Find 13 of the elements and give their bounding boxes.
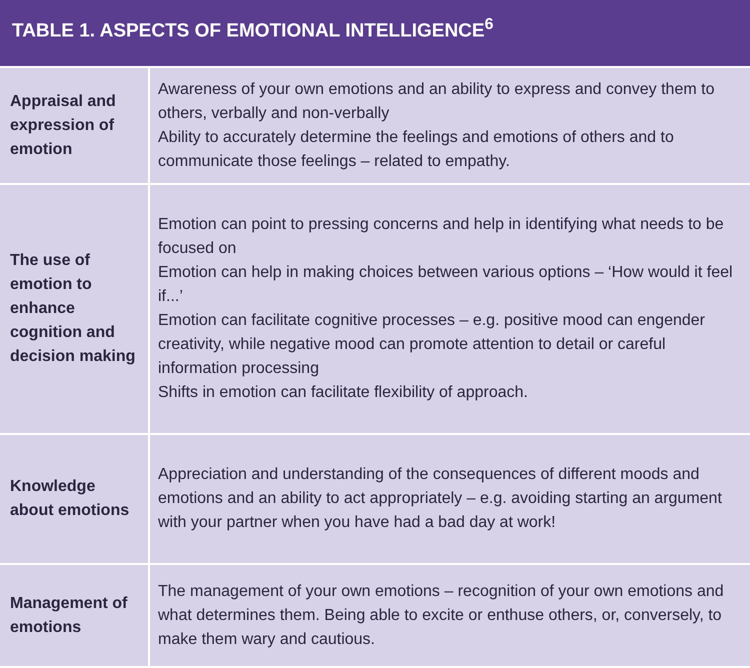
cell-text: Emotion can help in making choices between various options – ‘How would it feel if...’ <box>158 263 734 307</box>
cell-text: Ability to accurately determine the feelings and emotions of others and to communicate those feelings – related to empathy. <box>158 128 675 172</box>
table-title: TABLE 1. ASPECTS OF EMOTIONAL INTELLIGENCE$^{6}$ <box>0 0 750 66</box>
row-heading: Management of emotions <box>0 564 149 667</box>
cell-text: Shifts in emotion can facilitate flexibility of approach. <box>158 383 529 403</box>
cell-text: Emotion can point to pressing concerns and help in identifying what needs to be focused on <box>158 215 725 259</box>
cell-text: The management of your own emotions – recognition of your own emotions and what determines them. Being able to excite or enthuse others, or, conversely, to make them wary and cautious. <box>158 582 725 650</box>
cell-text: Appreciation and understanding of the consequences of different moods and emotions and an ability to act appropriately – e.g. avoiding starting an argument with your partner when you have had a bad day at work! <box>158 465 723 533</box>
cell-text: Awareness of your own emotions and an ability to express and convey them to others, verbally and non-verbally <box>158 80 716 124</box>
row-heading: Appraisal and expression of emotion <box>0 67 149 184</box>
row-heading: Knowledge about emotions <box>0 434 149 564</box>
row-heading: The use of emotion to enhance cognition and decision making <box>0 184 149 434</box>
cell-text: Emotion can facilitate cognitive processes – e.g. positive mood can engender creativity, while negative mood can promote attention to detail or careful information processing <box>158 311 706 379</box>
